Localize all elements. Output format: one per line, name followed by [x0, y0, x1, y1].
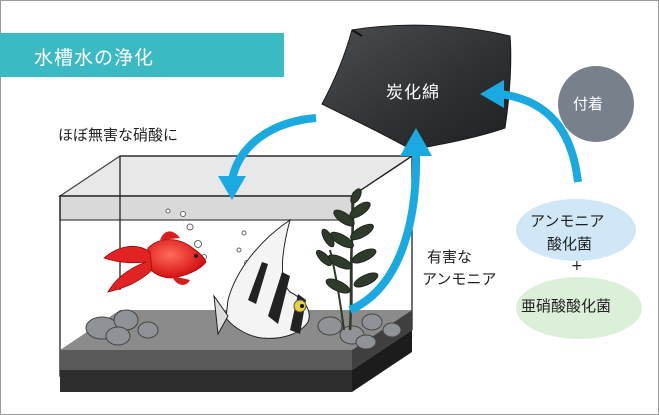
ammonia-label-line2: アンモニア: [422, 270, 497, 288]
arrow-ammonia-up: [348, 149, 421, 314]
ammonia-oxidizer-label-line1: アンモニア: [530, 212, 605, 230]
carbon-filter-icon: [321, 24, 512, 151]
plus-sign: +: [571, 258, 583, 274]
pebbles-icon: [85, 309, 402, 350]
angelfish-icon: [213, 218, 310, 339]
carbon-filter-label: 炭化綿: [386, 83, 440, 103]
page-title: 水槽水の浄化: [34, 47, 155, 69]
arrow-to-tank: [228, 114, 317, 181]
nitrate-label: ほぼ無害な硝酸に: [58, 126, 179, 144]
arrow-bacteria-to-filter: [499, 90, 582, 183]
nitrite-oxidizer-label: 亜硝酸酸化菌: [521, 297, 612, 315]
title-bar: [0, 33, 284, 77]
flow-arrows: [228, 90, 582, 314]
ammonia-label-line1: 有害な: [427, 248, 473, 266]
nitrite-oxidizer-bubble: [516, 277, 642, 339]
attach-label: 付着: [573, 95, 604, 113]
ammonia-oxidizer-bubble: [516, 199, 636, 261]
ammonia-oxidizer-label-line2: 酸化菌: [547, 235, 593, 253]
goldfish-icon: [103, 231, 207, 293]
arrow-heads: [218, 80, 504, 200]
attach-circle: [558, 66, 634, 142]
